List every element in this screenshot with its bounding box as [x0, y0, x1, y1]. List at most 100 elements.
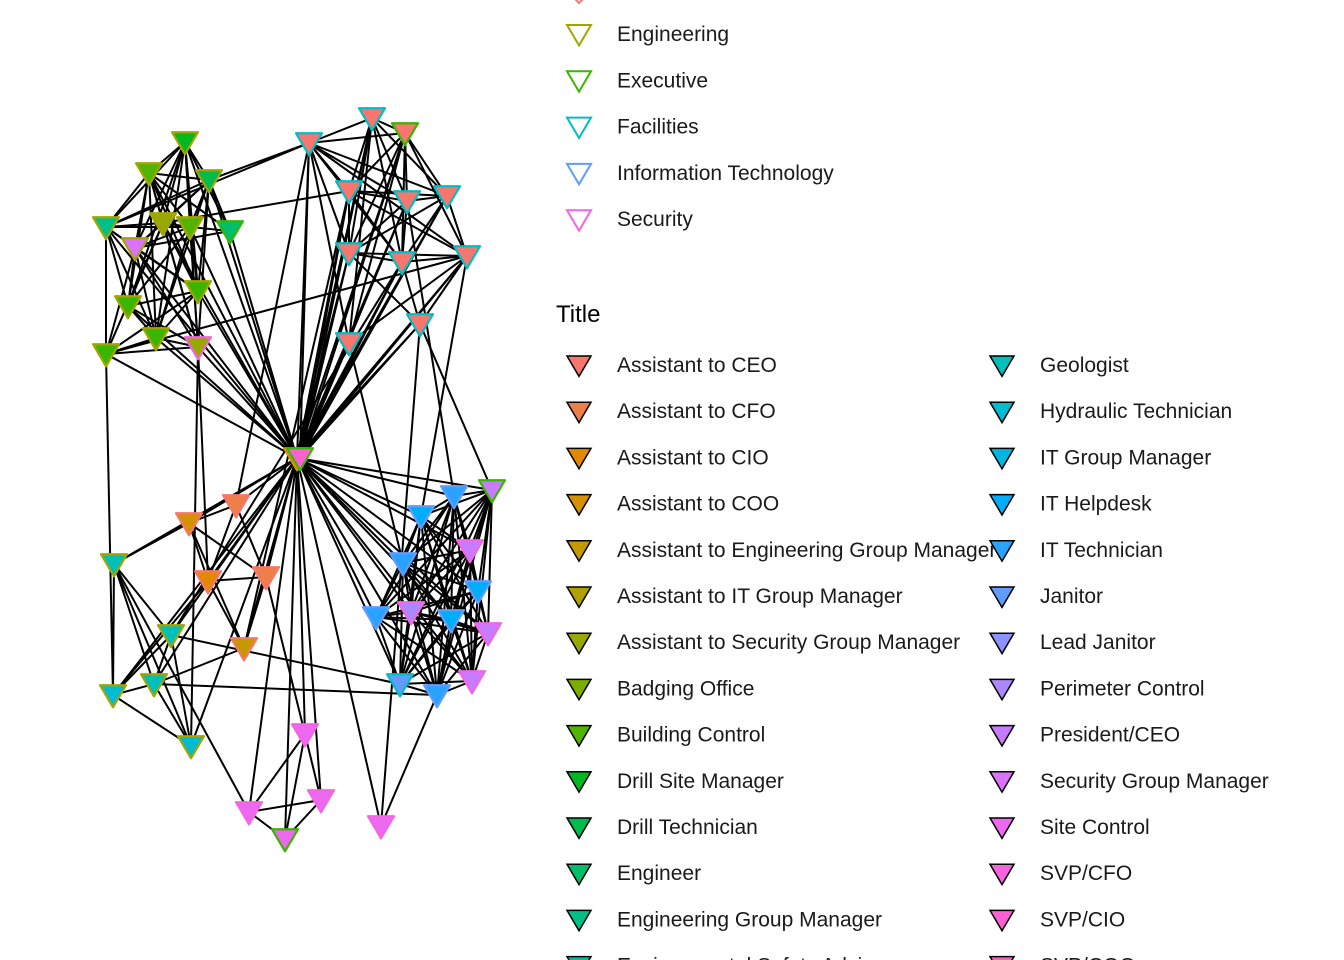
legend-item: IT Technician: [988, 539, 1163, 563]
graph-node: [452, 245, 482, 270]
legend-item: Security Group Manager: [988, 770, 1269, 794]
legend-label: Perimeter Control: [1040, 677, 1205, 700]
legend-item: SVP/CFO: [988, 862, 1132, 887]
graph-node: [285, 447, 315, 472]
graph-node: [251, 566, 281, 591]
legend-marker: [565, 116, 593, 140]
graph-node: [183, 280, 213, 305]
edge: [371, 117, 408, 202]
edge: [105, 141, 186, 228]
legend-label: Assistant to CFO: [617, 400, 776, 423]
graph-node: [477, 479, 507, 504]
edge: [148, 172, 157, 339]
legend-marker: [988, 540, 1016, 563]
edge: [399, 680, 473, 685]
legend-label: IT Group Manager: [1040, 446, 1211, 469]
edge: [420, 255, 468, 517]
legend-marker: [988, 909, 1016, 933]
legend-label: Lead Janitor: [1040, 631, 1156, 654]
legend-item: Drill Technician: [565, 816, 758, 840]
graph-node: [176, 735, 206, 760]
legend-item: IT Helpdesk: [988, 493, 1152, 517]
legend-label: IT Helpdesk: [1040, 493, 1152, 516]
legend-marker: [565, 817, 593, 840]
legend-marker: [988, 817, 1016, 840]
edge: [105, 346, 199, 355]
edge: [296, 457, 422, 517]
edge: [235, 504, 267, 578]
edge: [380, 323, 421, 827]
legend-marker: [988, 447, 1016, 471]
legend-item: Assistant to COO: [565, 493, 779, 517]
legend-item: IT Group Manager: [988, 446, 1211, 471]
edge: [471, 590, 479, 682]
edge: [469, 549, 473, 682]
edge: [170, 457, 298, 636]
edge: [375, 549, 471, 618]
legend-item: President/CEO: [988, 724, 1180, 748]
graph-node: [422, 684, 452, 709]
graph-node: [148, 212, 178, 237]
edge: [348, 190, 403, 263]
edge: [207, 580, 245, 649]
graph-node: [436, 609, 466, 634]
legend-item: Facilities: [565, 116, 699, 140]
legend-marker: [565, 724, 593, 748]
legend-label: Assistant to IT Group Manager: [617, 585, 903, 608]
graph-node: [91, 343, 121, 368]
edge: [296, 457, 306, 735]
legend-label: Assistant to Security Group Manager: [617, 631, 960, 654]
legend-label: Assistant to Engineering Group Manager: [617, 539, 996, 562]
edge: [113, 563, 155, 685]
edge: [248, 733, 306, 813]
graph-node: [390, 122, 420, 147]
edge: [487, 489, 493, 634]
legend-label: SVP/CFO: [1040, 862, 1132, 885]
edge: [419, 255, 468, 325]
edge: [113, 563, 172, 636]
legend-item: Engineer: [565, 862, 701, 887]
legend-label: Executive: [617, 69, 708, 92]
legend-marker: [565, 586, 593, 609]
edge: [105, 290, 199, 355]
legend-label: Assistant to COO: [617, 493, 779, 516]
legend-label: Drill Technician: [617, 816, 758, 839]
edge: [296, 457, 471, 551]
graph-node: [385, 673, 415, 698]
graph-node: [99, 553, 129, 578]
legend-item: Security: [565, 208, 693, 233]
graph-node: [388, 552, 418, 577]
legend-marker: [565, 863, 593, 887]
department-items: EngineeringExecutiveFacilitiesInformatio…: [565, 23, 834, 233]
legend-marker: [565, 540, 593, 563]
edge: [296, 323, 421, 459]
legend-label: IT Technician: [1040, 539, 1163, 562]
edge: [308, 142, 350, 344]
edge: [155, 141, 186, 339]
edge: [348, 255, 468, 344]
graph-node: [234, 801, 264, 826]
legend-marker: [988, 771, 1016, 794]
edge: [197, 179, 210, 348]
legend-marker-cutoff: [574, 0, 584, 5]
legend-marker: [988, 678, 1016, 702]
legend-marker: [565, 70, 593, 94]
edge: [296, 457, 493, 491]
edge: [243, 457, 298, 649]
edge: [399, 489, 493, 685]
legend-label: Security: [617, 208, 693, 231]
edge: [308, 142, 448, 197]
edge: [296, 457, 455, 497]
graph-node: [215, 220, 245, 245]
edge: [401, 255, 468, 263]
legend-item: Geologist: [988, 354, 1129, 378]
edge: [348, 342, 404, 564]
graph-node: [141, 327, 171, 352]
graph-node: [473, 622, 503, 647]
edge: [380, 694, 438, 827]
edge: [155, 226, 191, 339]
legend-marker: [988, 955, 1016, 960]
legend-label: Janitor: [1040, 585, 1103, 608]
legend-label: Engineer: [617, 862, 701, 885]
